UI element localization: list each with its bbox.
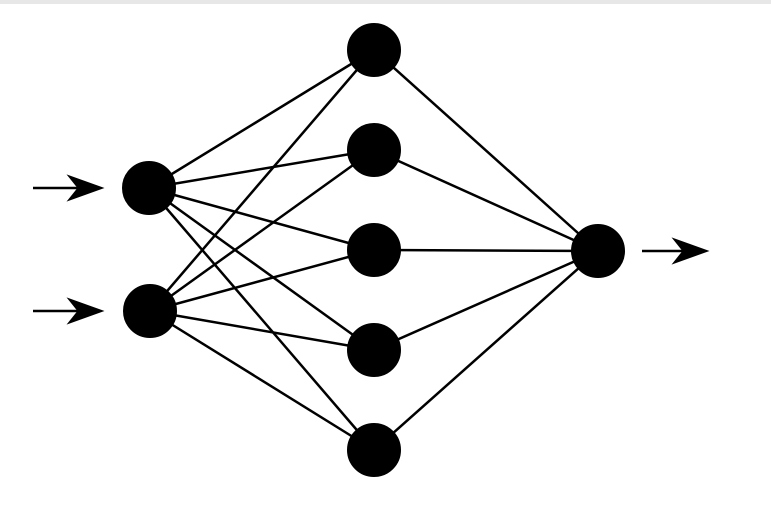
- edge-i1-h2: [148, 148, 375, 190]
- edge-h1-o1: [373, 49, 599, 252]
- edges-group: [148, 48, 599, 452]
- input-arrow-2: [33, 297, 105, 325]
- nodes-group: [122, 23, 625, 477]
- hidden-node-4: [347, 323, 401, 377]
- edge-i1-h3: [148, 186, 375, 252]
- hidden-node-5: [347, 423, 401, 477]
- edge-i1-h5: [148, 187, 375, 451]
- edge-h3-o1: [373, 248, 599, 253]
- edge-h2-o1: [373, 148, 599, 253]
- edge-i2-h3: [149, 248, 375, 313]
- output-arrow-head-icon: [671, 237, 710, 265]
- window-top-strip: [0, 0, 771, 4]
- edge-i2-h4: [149, 309, 375, 352]
- edge-i2-h1: [149, 49, 375, 312]
- edge-i1-h4: [148, 186, 375, 352]
- edge-i2-h2: [149, 148, 375, 313]
- output-arrow: [642, 237, 710, 265]
- edge-i2-h5: [149, 309, 375, 452]
- arrows-group: [33, 174, 710, 325]
- input-arrow-1: [33, 174, 105, 202]
- hidden-node-2: [347, 123, 401, 177]
- edge-h4-o1: [373, 249, 599, 352]
- edge-i1-h1: [148, 48, 375, 190]
- input-arrow-2-head-icon: [66, 297, 105, 325]
- hidden-node-1: [347, 23, 401, 77]
- input-arrow-1-head-icon: [66, 174, 105, 202]
- output-node-1: [571, 224, 625, 278]
- hidden-node-3: [347, 223, 401, 277]
- edge-h5-o1: [373, 250, 599, 451]
- input-node-1: [122, 161, 176, 215]
- input-node-2: [123, 284, 177, 338]
